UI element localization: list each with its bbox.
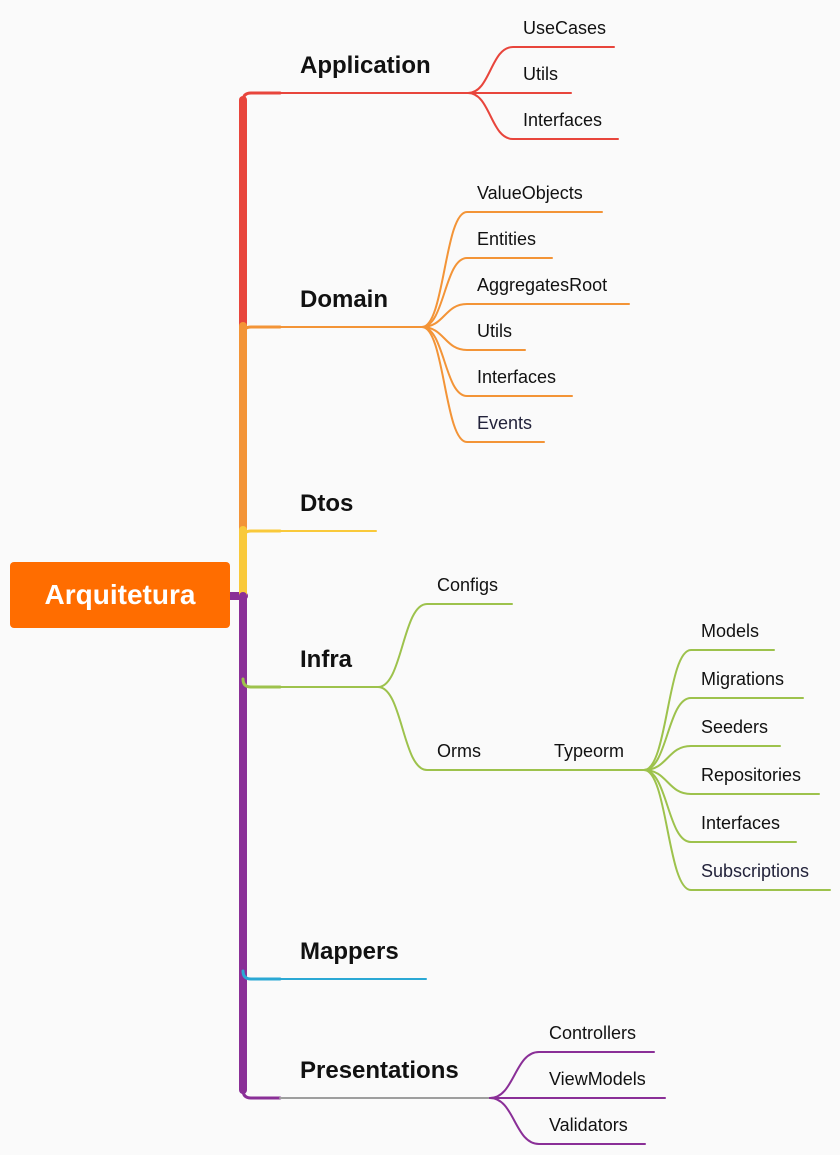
connector-typeorm-3: [643, 769, 820, 795]
connector-domain-5: [421, 326, 545, 443]
branch-dtos[interactable]: Dtos: [300, 490, 354, 517]
node-typeorm-interfaces[interactable]: Interfaces: [701, 813, 781, 833]
connector-typeorm-2: [643, 745, 781, 771]
node-typeorm[interactable]: Typeorm: [554, 741, 625, 761]
elbow-dtos: [241, 529, 282, 541]
connector-application-2: [467, 92, 619, 140]
connector-typeorm-5: [643, 769, 831, 891]
node-entities[interactable]: Entities: [477, 229, 537, 249]
node-repositories[interactable]: Repositories: [701, 765, 802, 785]
elbow-mappers: [241, 969, 282, 981]
node-application-utils[interactable]: Utils: [523, 64, 558, 84]
elbow-domain: [241, 325, 282, 337]
root-node[interactable]: Arquitetura: [10, 562, 230, 628]
node-controllers[interactable]: Controllers: [549, 1023, 637, 1043]
elbow-infra: [241, 677, 282, 689]
connector-presentations-0: [489, 1051, 655, 1099]
elbow-presentations: [241, 1088, 282, 1100]
connector-domain-3: [421, 326, 526, 351]
connector-typeorm-1: [643, 697, 804, 771]
connector-domain-0: [421, 211, 603, 328]
node-domain-utils[interactable]: Utils: [477, 321, 512, 341]
connector-typeorm-0: [643, 649, 775, 771]
node-seeders[interactable]: Seeders: [701, 717, 769, 737]
node-models[interactable]: Models: [701, 621, 760, 641]
node-viewmodels[interactable]: ViewModels: [549, 1069, 646, 1089]
node-valueobjects[interactable]: ValueObjects: [477, 183, 583, 203]
connector-domain-1: [421, 257, 553, 328]
connector-typeorm-4: [643, 769, 797, 843]
node-application-interfaces[interactable]: Interfaces: [523, 110, 603, 130]
branch-application[interactable]: Application: [300, 52, 431, 79]
node-validators[interactable]: Validators: [549, 1115, 628, 1135]
connector-orms: [377, 686, 545, 771]
node-subscriptions[interactable]: Subscriptions: [701, 861, 810, 881]
node-migrations[interactable]: Migrations: [701, 669, 785, 689]
node-configs[interactable]: Configs: [437, 575, 499, 595]
elbow-application: [241, 91, 282, 103]
node-aggregatesroot[interactable]: AggregatesRoot: [477, 275, 608, 295]
node-events[interactable]: Events: [477, 413, 533, 433]
connector-configs: [377, 603, 513, 688]
connector-domain-2: [421, 303, 630, 328]
node-orms[interactable]: Orms: [437, 741, 481, 761]
branch-mappers[interactable]: Mappers: [300, 938, 399, 965]
branch-presentations[interactable]: Presentations: [300, 1057, 459, 1084]
node-domain-interfaces[interactable]: Interfaces: [477, 367, 557, 387]
node-usecases[interactable]: UseCases: [523, 18, 607, 38]
branch-infra[interactable]: Infra: [300, 646, 353, 673]
connector-application-0: [467, 46, 615, 94]
connector-presentations-2: [489, 1097, 646, 1145]
branch-domain[interactable]: Domain: [300, 286, 389, 313]
